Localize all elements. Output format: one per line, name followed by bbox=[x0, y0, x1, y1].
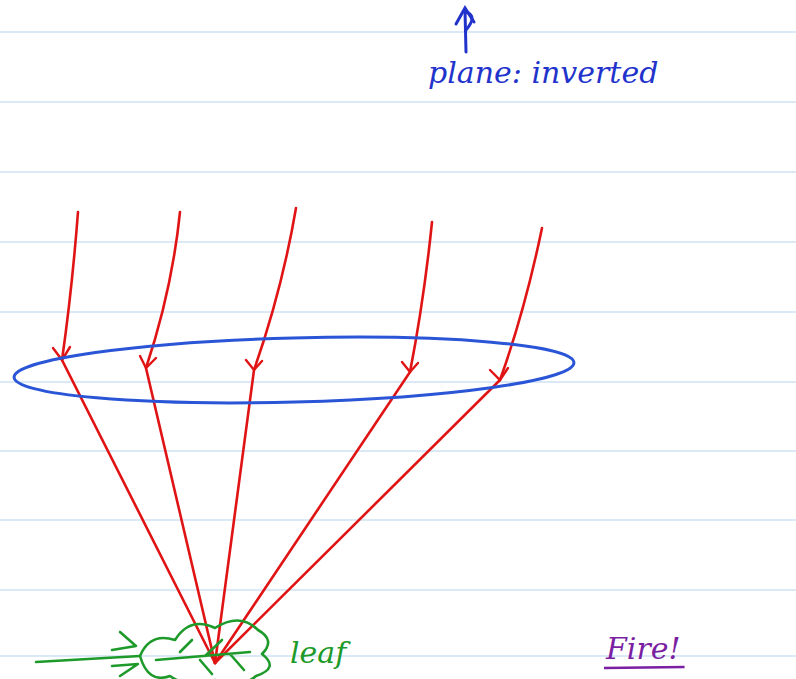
underline bbox=[604, 667, 685, 668]
ruled-lines bbox=[0, 32, 796, 656]
ray-arrowheads bbox=[53, 347, 508, 380]
light-rays bbox=[62, 208, 542, 663]
leaf-drawing bbox=[36, 620, 270, 679]
fire-note: Fire! bbox=[606, 632, 681, 665]
plane-note: plane: inverted bbox=[428, 56, 658, 89]
lens bbox=[13, 331, 574, 410]
leaf-label: leaf bbox=[290, 636, 346, 669]
direction-arrow bbox=[456, 8, 474, 52]
